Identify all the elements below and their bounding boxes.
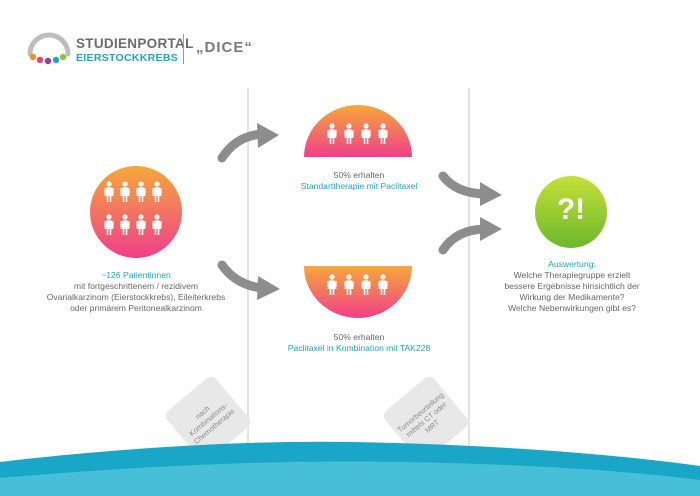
arrow-to-bottom-group [217,260,280,300]
patient-desc-3: oder primärem Peritonealkarzinom [70,303,202,313]
evaluation-symbol: ?! [556,193,586,226]
header-divider [183,34,184,64]
brand-subtitle: EIERSTOCKKREBS [76,52,179,64]
evaluation-circle [535,176,607,248]
bottom-wave [0,441,700,496]
patients-circle [90,166,182,258]
group-top-share: 50% erhalten [333,170,385,180]
evaluation-line-3: Wirkung der Medikamente? [519,292,625,302]
group-bottom-therapy: Paclitaxel in Kombination mit TAK228 [287,343,431,353]
arrow-bottom-to-evaluation [438,217,502,255]
arrow-to-top-group [217,123,279,163]
patient-desc-2: Ovarialkarzinom (Eierstockkrebs), Eileit… [46,292,226,302]
group-bottom-semicircle [304,266,412,318]
phase-divider-2 [468,88,470,460]
evaluation-line-2: bessere Ergebnisse hinsichtlich der [504,281,640,291]
evaluation-line-1: Welche Therapiegruppe erzielt [513,270,631,280]
study-title: „DICE“ [196,39,253,56]
evaluation-title: Auswertung: [548,259,596,269]
phase-divider-1 [247,88,249,460]
patient-count: ~126 Patientinnen [101,270,171,280]
group-bottom-share: 50% erhalten [333,332,385,342]
portal-logo [27,32,71,65]
brand-name: STUDIENPORTAL [76,36,194,51]
arrow-top-to-evaluation [438,171,502,206]
evaluation-line-4: Welche Nebenwirkungen gibt es? [508,303,636,313]
group-top-semicircle [304,105,412,157]
group-top-therapy: Standarttherapie mit Paclitaxel [300,181,418,191]
patient-desc-1: mit fortgeschrittenem / rezidivem [73,281,199,291]
